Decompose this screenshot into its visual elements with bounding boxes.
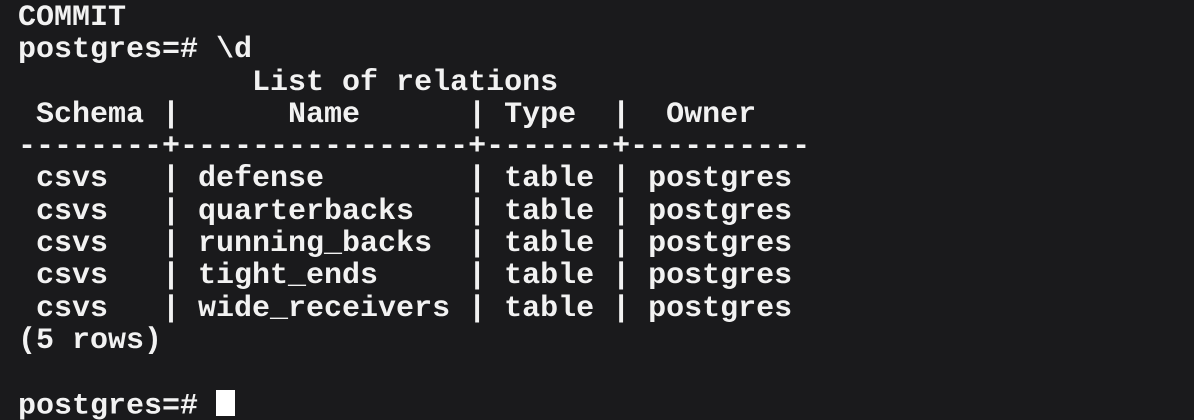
prompt-text: postgres=# (18, 33, 217, 68)
table-footer: (5 rows) (18, 323, 163, 358)
output-line-commit: COMMIT (18, 1, 127, 35)
table-row: csvs | defense | table | postgres (18, 162, 811, 197)
table-row: csvs | running_backs | table | postgres (18, 227, 811, 262)
terminal-cursor (216, 389, 235, 416)
command-text: \d (216, 33, 253, 68)
table-row: csvs | quarterbacks | table | postgres (18, 194, 811, 229)
table-rows: csvs | defense | table | postgres csvs |… (18, 162, 1194, 326)
table-separator: --------+----------------+-------+------… (18, 130, 811, 165)
prompt-text: postgres=# (18, 388, 217, 420)
command-input-line[interactable]: postgres=# (18, 388, 1194, 420)
blank-line (18, 357, 1194, 389)
table-row: csvs | wide_receivers | table | postgres (18, 291, 811, 326)
table-row: csvs | tight_ends | table | postgres (18, 259, 811, 294)
table-title: List of relations (18, 65, 559, 100)
table-header-row: Schema | Name | Type | Owner (18, 97, 811, 132)
previous-command-line: postgres=# \d (18, 34, 1194, 66)
